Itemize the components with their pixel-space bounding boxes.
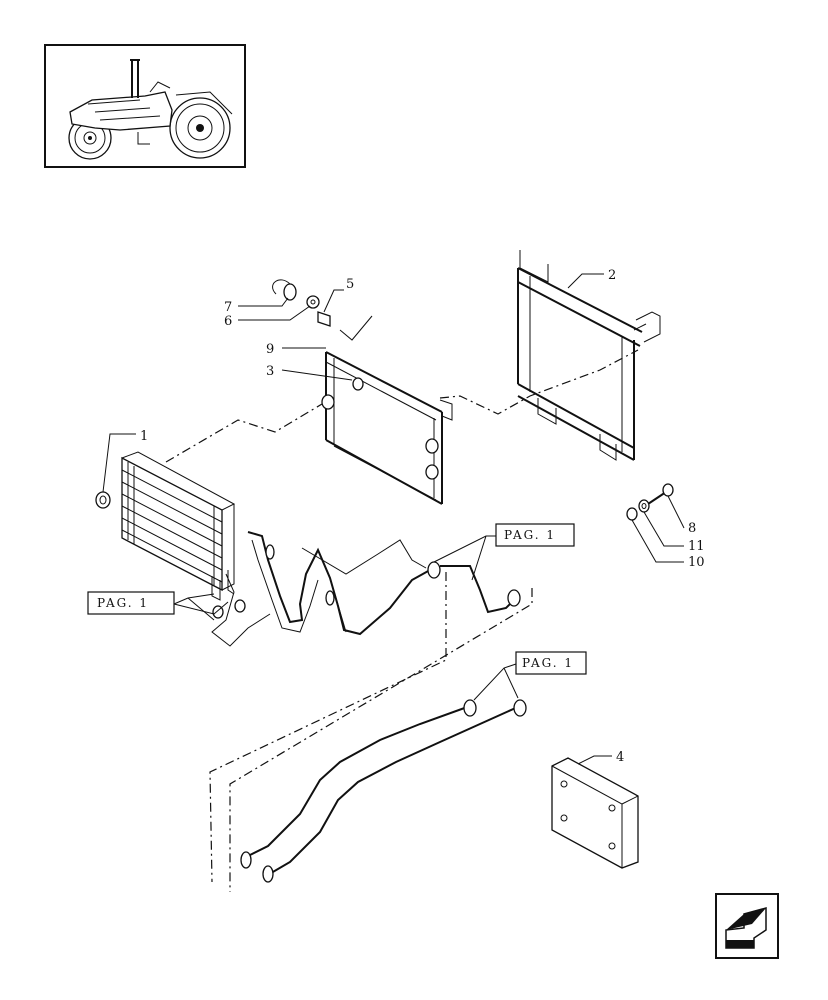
svg-text:11: 11	[688, 539, 705, 554]
svg-text:PAG. 1: PAG. 1	[97, 596, 149, 610]
callout-7: 7	[224, 297, 289, 315]
callout-9: 9	[266, 342, 326, 357]
callout-2: 2	[567, 268, 616, 289]
cover-plate-part	[551, 757, 639, 869]
reference-box-left: PAG. 1	[87, 591, 229, 621]
svg-text:3: 3	[266, 364, 274, 379]
callout-1: 1	[102, 429, 148, 493]
svg-text:5: 5	[346, 277, 354, 292]
svg-text:9: 9	[266, 342, 274, 357]
svg-text:4: 4	[616, 750, 624, 765]
assembly-lines	[165, 349, 639, 892]
callout-11: 11	[643, 511, 705, 554]
callout-5: 5	[323, 277, 354, 313]
svg-text:1: 1	[140, 429, 148, 444]
oil-hose-lower	[240, 699, 527, 883]
svg-text:6: 6	[224, 314, 232, 329]
svg-text:7: 7	[224, 300, 232, 315]
callout-6: 6	[224, 305, 311, 329]
rubber-block-part	[317, 311, 331, 327]
reference-box-lower: PAG. 1	[473, 651, 587, 701]
callout-10: 10	[631, 519, 705, 570]
nut-part	[626, 507, 638, 521]
tractor-thumbnail-icon	[44, 44, 246, 168]
reference-box-right: PAG. 1	[433, 523, 575, 581]
oil-hose-upper	[211, 531, 521, 647]
frame-bracket-part	[517, 250, 661, 461]
cable-clip-part	[272, 279, 297, 301]
svg-text:PAG. 1: PAG. 1	[522, 656, 574, 670]
next-page-arrow-icon[interactable]	[715, 893, 779, 959]
svg-text:2: 2	[608, 268, 616, 283]
callout-3: 3	[266, 364, 353, 381]
callout-8: 8	[667, 495, 696, 536]
svg-text:8: 8	[688, 521, 696, 536]
svg-text:10: 10	[688, 555, 705, 570]
grommet-part	[306, 295, 320, 309]
callout-4: 4	[577, 750, 624, 765]
svg-text:PAG. 1: PAG. 1	[504, 528, 556, 542]
oil-cooler-part	[95, 451, 236, 601]
mounting-panel-part	[321, 315, 453, 505]
bolt-part	[647, 483, 674, 505]
washer-part	[638, 499, 650, 513]
